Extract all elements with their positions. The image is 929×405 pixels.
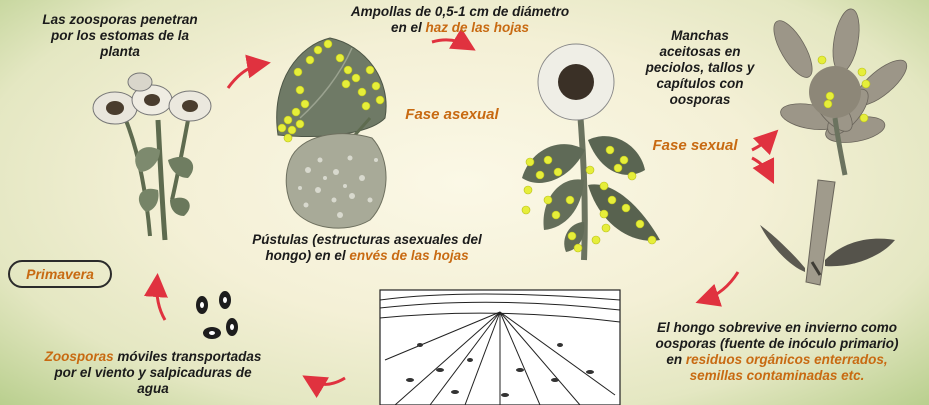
- zoospores-illustration: [196, 291, 238, 339]
- leaf-upper-surface-illustration: [277, 38, 386, 142]
- hongo-highlight-2: semillas contaminadas etc.: [690, 368, 865, 383]
- arrow-plant-to-leaf: [228, 64, 262, 88]
- season-badge-primavera: Primavera: [8, 260, 112, 288]
- hongo-line2: oosporas (fuente de inóculo primario): [655, 336, 898, 351]
- pustulas-line2: hongo) en el: [265, 248, 349, 263]
- ampollas-line2: en el: [391, 20, 426, 35]
- hongo-line1: El hongo sobrevive en invierno como: [657, 320, 897, 335]
- field-illustration: [380, 290, 620, 405]
- label-pustulas: Pústulas (estructuras asexuales del hong…: [222, 232, 512, 264]
- arrow-leaf-to-plant: [432, 40, 468, 46]
- arrow-to-capitulum: [752, 136, 772, 150]
- arrow-to-stem: [752, 158, 770, 176]
- stem-illustration: [760, 180, 895, 285]
- pustulas-line1: Pústulas (estructuras asexuales del: [252, 232, 482, 247]
- sunflower-plant-illustration: [93, 73, 211, 240]
- label-zoosporas-moviles: Zoosporas móviles transportadas por el v…: [38, 349, 268, 397]
- ampollas-highlight: haz de las hojas: [425, 20, 529, 35]
- arrow-zoospores-to-spring: [157, 282, 165, 320]
- capitulum-illustration: [767, 7, 914, 175]
- ampollas-line1: Ampollas de 0,5-1 cm de diámetro: [351, 4, 569, 19]
- arrow-stem-to-field: [704, 272, 738, 300]
- label-zoosporas-penetran: Las zoosporas penetran por los estomas d…: [35, 12, 205, 60]
- pustulas-highlight: envés de las hojas: [349, 248, 468, 263]
- label-fase-sexual: Fase sexual: [640, 137, 750, 155]
- hongo-highlight-1: residuos orgánicos enterrados,: [686, 352, 888, 367]
- label-fase-asexual: Fase asexual: [392, 106, 512, 124]
- zoosporas-highlight: Zoosporas: [45, 349, 114, 364]
- arrow-field-to-zoospores: [310, 378, 345, 384]
- label-hongo-sobrevive: El hongo sobrevive en invierno como oosp…: [628, 320, 926, 384]
- label-ampollas: Ampollas de 0,5-1 cm de diámetro en el h…: [330, 4, 590, 36]
- hongo-line3: en: [666, 352, 686, 367]
- label-manchas: Manchas aceitosas en peciolos, tallos y …: [644, 28, 756, 108]
